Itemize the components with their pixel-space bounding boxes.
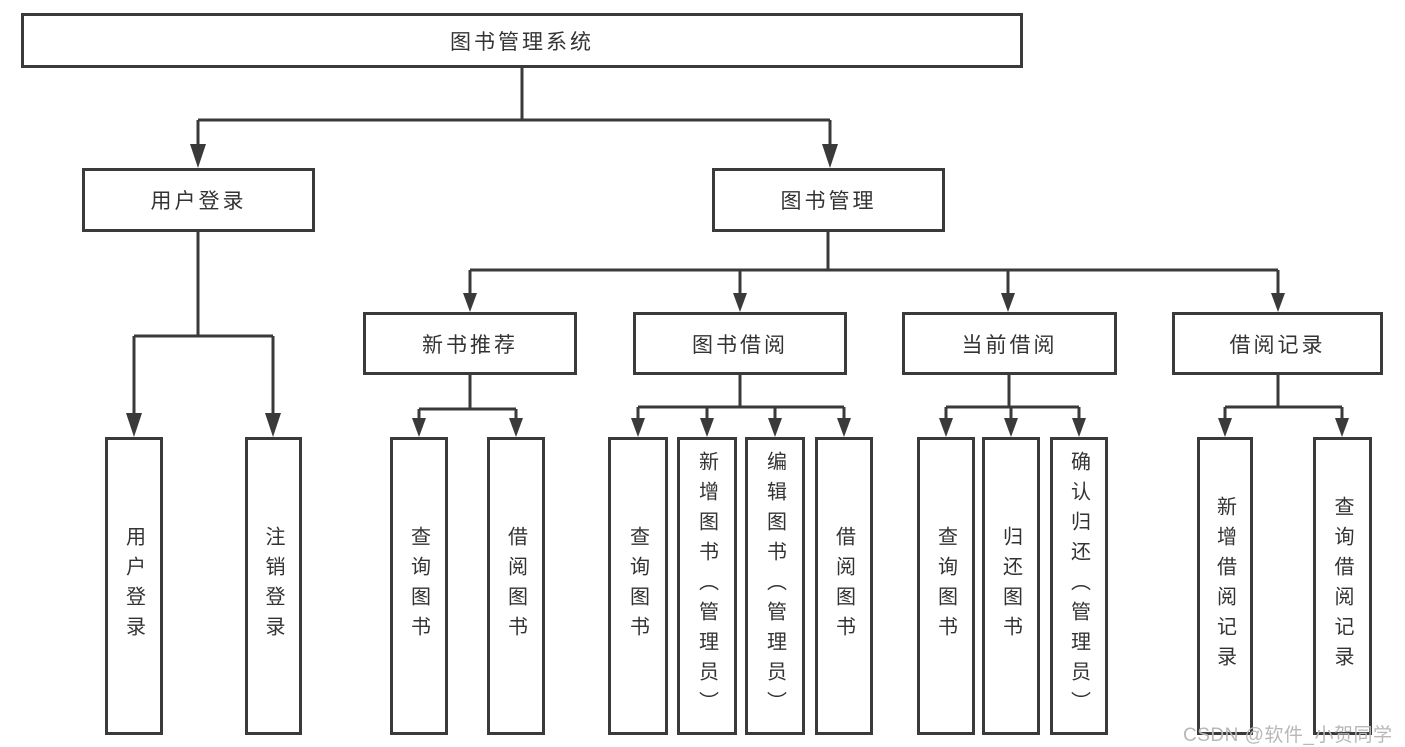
node-label: 当前借阅 (961, 333, 1058, 357)
node-current-borrowing: 当前借阅 (902, 312, 1117, 375)
leaf-query-books-3: 查询图书 (917, 437, 975, 735)
leaf-label: 归还图书 (999, 526, 1022, 646)
leaf-label: 查询图书 (407, 526, 430, 646)
leaf-edit-books-admin: 编辑图书（管理员） (745, 437, 805, 735)
leaf-label: 新增借阅记录 (1213, 496, 1236, 676)
leaf-add-books-admin: 新增图书（管理员） (677, 437, 737, 735)
node-label: 图书管理 (780, 190, 877, 213)
node-new-book-recommendation: 新书推荐 (363, 312, 577, 375)
leaf-query-borrowing-record: 查询借阅记录 (1313, 437, 1372, 735)
leaf-label: 注销登录 (262, 526, 284, 646)
node-label: 用户登录 (150, 190, 247, 213)
leaf-label: 查询图书 (626, 526, 649, 646)
leaf-label: 确认归还（管理员） (1067, 451, 1090, 721)
node-library-management-system: 图书管理系统 (21, 13, 1023, 68)
leaf-query-books-1: 查询图书 (390, 437, 448, 735)
leaf-logout: 注销登录 (245, 437, 302, 735)
node-user-login: 用户登录 (82, 168, 315, 232)
node-label: 图书管理系统 (450, 30, 594, 54)
node-label: 图书借阅 (692, 333, 788, 357)
leaf-borrow-books-2: 借阅图书 (815, 437, 873, 735)
leaf-label: 借阅图书 (504, 526, 527, 646)
leaf-borrow-books-1: 借阅图书 (487, 437, 545, 735)
leaf-label: 查询图书 (934, 526, 957, 646)
leaf-user-login: 用户登录 (105, 437, 163, 735)
csdn-watermark: CSDN @软件_小贺同学 (1183, 725, 1393, 746)
leaf-label: 用户登录 (122, 526, 145, 646)
leaf-return-books: 归还图书 (982, 437, 1040, 735)
leaf-label: 编辑图书（管理员） (763, 451, 786, 721)
leaf-label: 借阅图书 (832, 526, 855, 646)
leaf-confirm-return-admin: 确认归还（管理员） (1050, 437, 1108, 735)
node-book-borrowing: 图书借阅 (633, 312, 847, 375)
leaf-add-borrowing-record: 新增借阅记录 (1197, 437, 1253, 735)
leaf-query-books-2: 查询图书 (608, 437, 668, 735)
node-book-management: 图书管理 (712, 168, 945, 232)
leaf-label: 查询借阅记录 (1331, 496, 1353, 676)
node-borrowing-records: 借阅记录 (1172, 312, 1383, 375)
node-label: 借阅记录 (1229, 333, 1326, 357)
node-label: 新书推荐 (422, 333, 518, 357)
leaf-label: 新增图书（管理员） (695, 451, 718, 721)
